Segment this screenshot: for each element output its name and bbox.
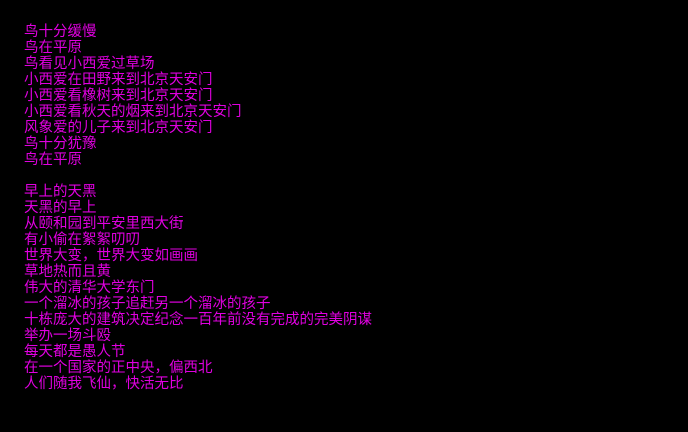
poem-line: 在一个国家的正中央，偏西北 <box>24 360 213 376</box>
stanza-2: 早上的天黑 天黑的早上 从颐和园到平安里西大街 有小偷在絮絮叨叨 世界大变，世界… <box>24 184 372 392</box>
poem-line: 举办一场斗殴 <box>24 328 111 344</box>
poem-line: 早上的天黑 <box>24 184 97 200</box>
poem-line: 小西爱看秋天的烟来到北京天安门 <box>24 104 242 120</box>
poem-line: 从颐和园到平安里西大街 <box>24 216 184 232</box>
poem-line: 鸟在平原 <box>24 40 82 56</box>
poem-line: 小西爱看橡树来到北京天安门 <box>24 88 213 104</box>
poem-line: 天黑的早上 <box>24 200 97 216</box>
poem-line: 鸟在平原 <box>24 152 82 168</box>
poem-line: 小西爱在田野来到北京天安门 <box>24 72 213 88</box>
poem-line: 十栋庞大的建筑决定纪念一百年前没有完成的完美阴谋 <box>24 312 372 328</box>
poem-line: 一个溜冰的孩子追赶另一个溜冰的孩子 <box>24 296 271 312</box>
poem-line: 有小偷在絮絮叨叨 <box>24 232 140 248</box>
poem-line: 鸟看见小西爱过草场 <box>24 56 155 72</box>
poem-text: 鸟十分缓慢 鸟在平原 鸟看见小西爱过草场 小西爱在田野来到北京天安门 小西爱看橡… <box>24 24 372 392</box>
poem-line: 鸟十分犹豫 <box>24 136 97 152</box>
poem-line: 风象爱的儿子来到北京天安门 <box>24 120 213 136</box>
poem-line: 草地热而且黄 <box>24 264 111 280</box>
poem-line: 世界大变，世界大变如画画 <box>24 248 198 264</box>
stanza-1: 鸟十分缓慢 鸟在平原 鸟看见小西爱过草场 小西爱在田野来到北京天安门 小西爱看橡… <box>24 24 372 168</box>
poem-line: 伟大的清华大学东门 <box>24 280 155 296</box>
poem-line: 每天都是愚人节 <box>24 344 126 360</box>
poem-line: 鸟十分缓慢 <box>24 24 97 40</box>
poem-line: 人们随我飞仙，快活无比 <box>24 376 184 392</box>
